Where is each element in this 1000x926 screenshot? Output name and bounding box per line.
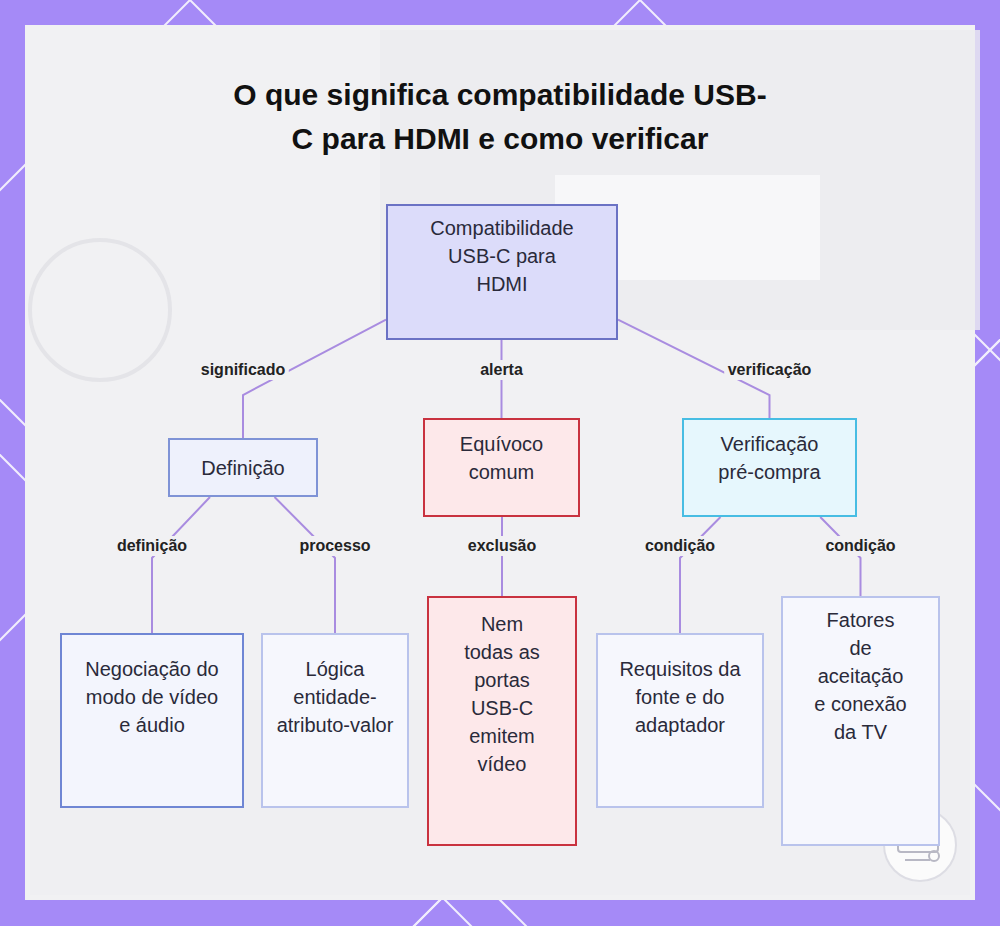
connector-line (820, 517, 860, 596)
edge-label: processo (295, 536, 374, 556)
box-text: Verificação pré-compra (704, 430, 835, 486)
concept-box: Fatores de aceitação e conexão da TV (781, 596, 940, 846)
concept-box: Definição (168, 438, 318, 497)
concept-box: Requisitos da fonte e do adaptador (596, 633, 764, 808)
connector-line (275, 497, 336, 633)
edge-label: significado (197, 360, 289, 380)
concept-box: Negociação do modo de vídeo e áudio (60, 633, 244, 808)
box-text: Requisitos da fonte e do adaptador (616, 655, 744, 739)
edge-label: condição (641, 536, 719, 556)
box-text: Fatores de aceitação e conexão da TV (813, 606, 908, 746)
edge-label: definição (113, 536, 191, 556)
box-text: Compatibilidade USB-C para HDMI (428, 214, 576, 298)
box-text: Negociação do modo de vídeo e áudio (84, 655, 220, 739)
connector-line (501, 517, 503, 596)
concept-box: Nem todas as portas USB-C emitem vídeo (427, 596, 577, 846)
box-text: Nem todas as portas USB-C emitem vídeo (455, 610, 549, 778)
concept-box: Lógica entidade-atributo-valor (261, 633, 409, 808)
connector-line (680, 517, 721, 633)
connector-line (152, 497, 210, 633)
concept-box: Equívoco comum (423, 418, 580, 517)
box-text: Definição (201, 454, 284, 482)
edge-label: alerta (476, 360, 527, 380)
edge-label: condição (821, 536, 899, 556)
box-text: Equívoco comum (445, 430, 558, 486)
edge-label: verificação (724, 360, 816, 380)
blurred-backdrop (30, 240, 170, 380)
box-text: Lógica entidade-atributo-valor (273, 655, 397, 739)
concept-box: Compatibilidade USB-C para HDMI (386, 204, 618, 340)
edge-label: exclusão (464, 536, 540, 556)
diagram-title: O que significa compatibilidade USB-C pa… (230, 73, 770, 161)
concept-box: Verificação pré-compra (682, 418, 857, 517)
